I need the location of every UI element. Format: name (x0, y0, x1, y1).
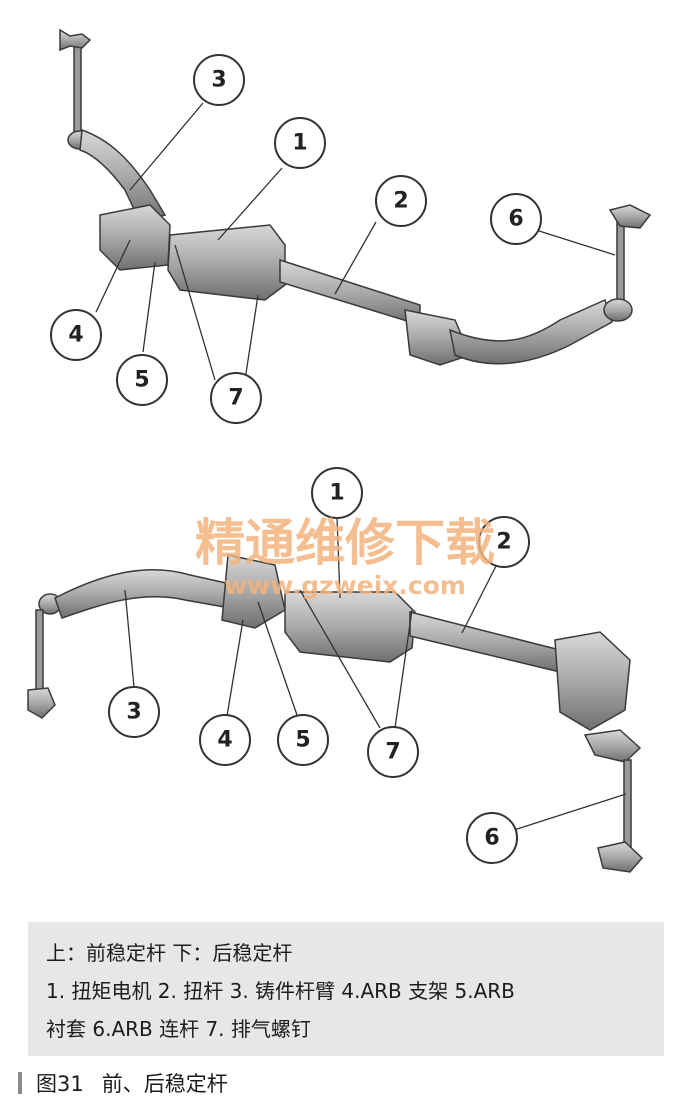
figure-number: 图31 (36, 1072, 84, 1096)
front-callout-circles: 3 1 2 6 4 5 7 (50, 54, 542, 424)
rear-callout-3: 3 (108, 686, 160, 738)
rear-callout-7: 7 (367, 726, 419, 778)
svg-text:2: 2 (393, 189, 408, 214)
rear-callout-5: 5 (277, 714, 329, 766)
rear-stabilizer (27, 554, 644, 873)
front-right-arm (448, 298, 613, 365)
svg-text:2: 2 (496, 530, 511, 555)
front-left-arm (79, 128, 167, 223)
rear-callout-6: 6 (466, 812, 518, 864)
front-torsion-bar (279, 258, 421, 327)
front-callouts (95, 102, 616, 381)
rear-callout-1: 1 (311, 467, 363, 519)
stabilizer-bar-diagram: 3 1 2 6 4 5 7 (27, 28, 652, 873)
svg-text:6: 6 (484, 826, 499, 851)
front-callout-2: 2 (375, 175, 427, 227)
rear-bracket (221, 554, 286, 629)
svg-text:4: 4 (68, 323, 83, 348)
legend-line-2: 1. 扭矩电机 2. 扭杆 3. 铸件杆臂 4.ARB 支架 5.ARB (46, 979, 515, 1003)
watermark: 精通维修下载 www.gzweix.com (195, 513, 495, 600)
rear-left-arm (54, 569, 236, 619)
svg-text:1: 1 (329, 481, 344, 506)
svg-text:7: 7 (228, 386, 243, 411)
front-left-link (59, 28, 93, 150)
svg-text:7: 7 (385, 740, 400, 765)
svg-text:5: 5 (134, 368, 149, 393)
front-stabilizer (59, 28, 652, 366)
rear-right-bracket (554, 631, 631, 731)
front-callout-4: 4 (50, 309, 102, 361)
front-bracket (99, 204, 171, 271)
rear-callout-2: 2 (478, 516, 530, 568)
front-right-link (603, 204, 652, 322)
front-callout-3: 3 (193, 54, 245, 106)
front-callout-1: 1 (274, 117, 326, 169)
rear-torsion-bar (409, 611, 561, 673)
front-torque-motor (167, 224, 286, 301)
rear-torque-motor (284, 591, 416, 663)
svg-text:5: 5 (295, 728, 310, 753)
legend-line-3: 衬套 6.ARB 连杆 7. 排气螺钉 (46, 1017, 311, 1041)
legend-line-1: 上：前稳定杆 下：后稳定杆 (46, 941, 293, 965)
rear-right-link (583, 729, 644, 873)
rear-left-link (27, 593, 62, 719)
svg-text:4: 4 (217, 728, 232, 753)
watermark-url: www.gzweix.com (224, 571, 466, 600)
watermark-text: 精通维修下载 (195, 513, 495, 572)
rear-callout-4: 4 (199, 714, 251, 766)
svg-text:1: 1 (292, 131, 307, 156)
front-callout-6: 6 (490, 193, 542, 245)
rear-callouts (124, 516, 627, 831)
svg-text:6: 6 (508, 207, 523, 232)
svg-text:3: 3 (126, 700, 141, 725)
svg-text:3: 3 (211, 68, 226, 93)
front-callout-5: 5 (116, 354, 168, 406)
legend-box: 上：前稳定杆 下：后稳定杆 1. 扭矩电机 2. 扭杆 3. 铸件杆臂 4.AR… (28, 922, 664, 1056)
figure-caption: 图31 前、后稳定杆 (18, 1066, 228, 1100)
rear-callout-circles: 1 2 3 4 5 7 6 (108, 467, 530, 864)
figure-title: 前、后稳定杆 (101, 1072, 228, 1096)
front-callout-7: 7 (210, 372, 262, 424)
caption-bar (18, 1072, 22, 1094)
